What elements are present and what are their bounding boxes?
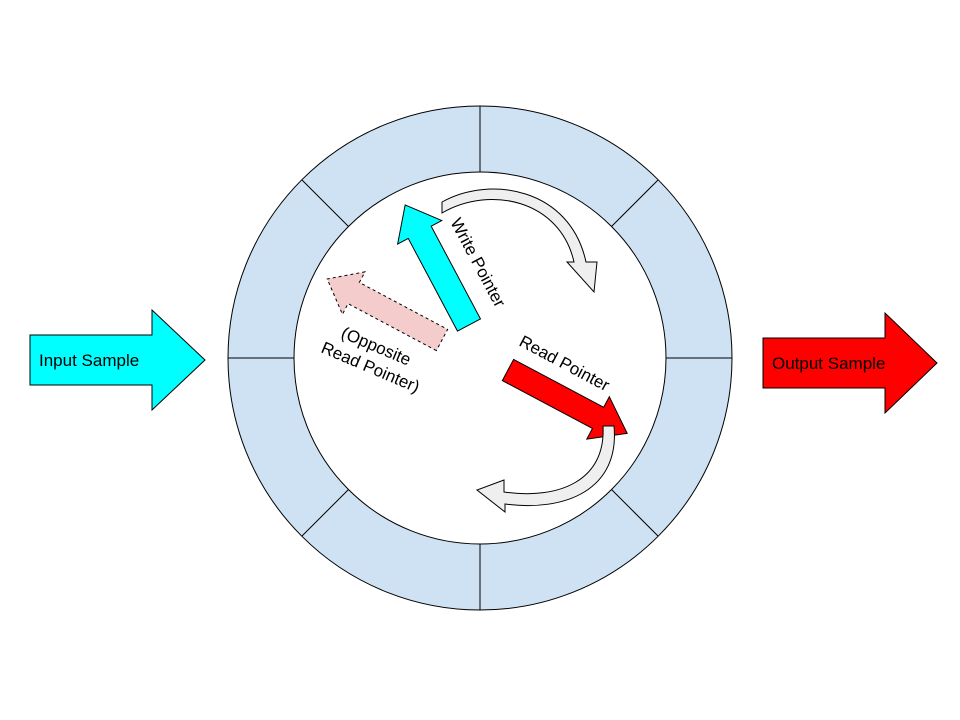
ring-divider — [610, 488, 659, 537]
ring-dividers — [228, 106, 732, 610]
ring-buffer — [227, 105, 733, 611]
input-sample-label: Input Sample — [39, 351, 139, 370]
opposite-read-pointer — [326, 271, 449, 352]
write-rotation-arrow — [441, 188, 598, 294]
write-pointer — [396, 204, 482, 332]
input-sample-arrow: Input Sample — [29, 308, 206, 412]
read-rotation-arrow-shape — [475, 425, 615, 514]
output-sample-label: Output Sample — [772, 354, 885, 373]
write-rotation-arrow-shape — [441, 188, 598, 294]
write-pointer-arrow — [396, 204, 482, 332]
output-arrow-shape — [762, 311, 938, 415]
ring-divider — [301, 488, 350, 537]
read-rotation-arrow — [475, 425, 615, 514]
ring-divider — [301, 179, 350, 228]
ring-divider — [610, 179, 659, 228]
opposite-read-pointer-arrow — [326, 271, 449, 352]
output-sample-arrow: Output Sample — [762, 311, 938, 415]
input-arrow-shape — [29, 308, 206, 412]
